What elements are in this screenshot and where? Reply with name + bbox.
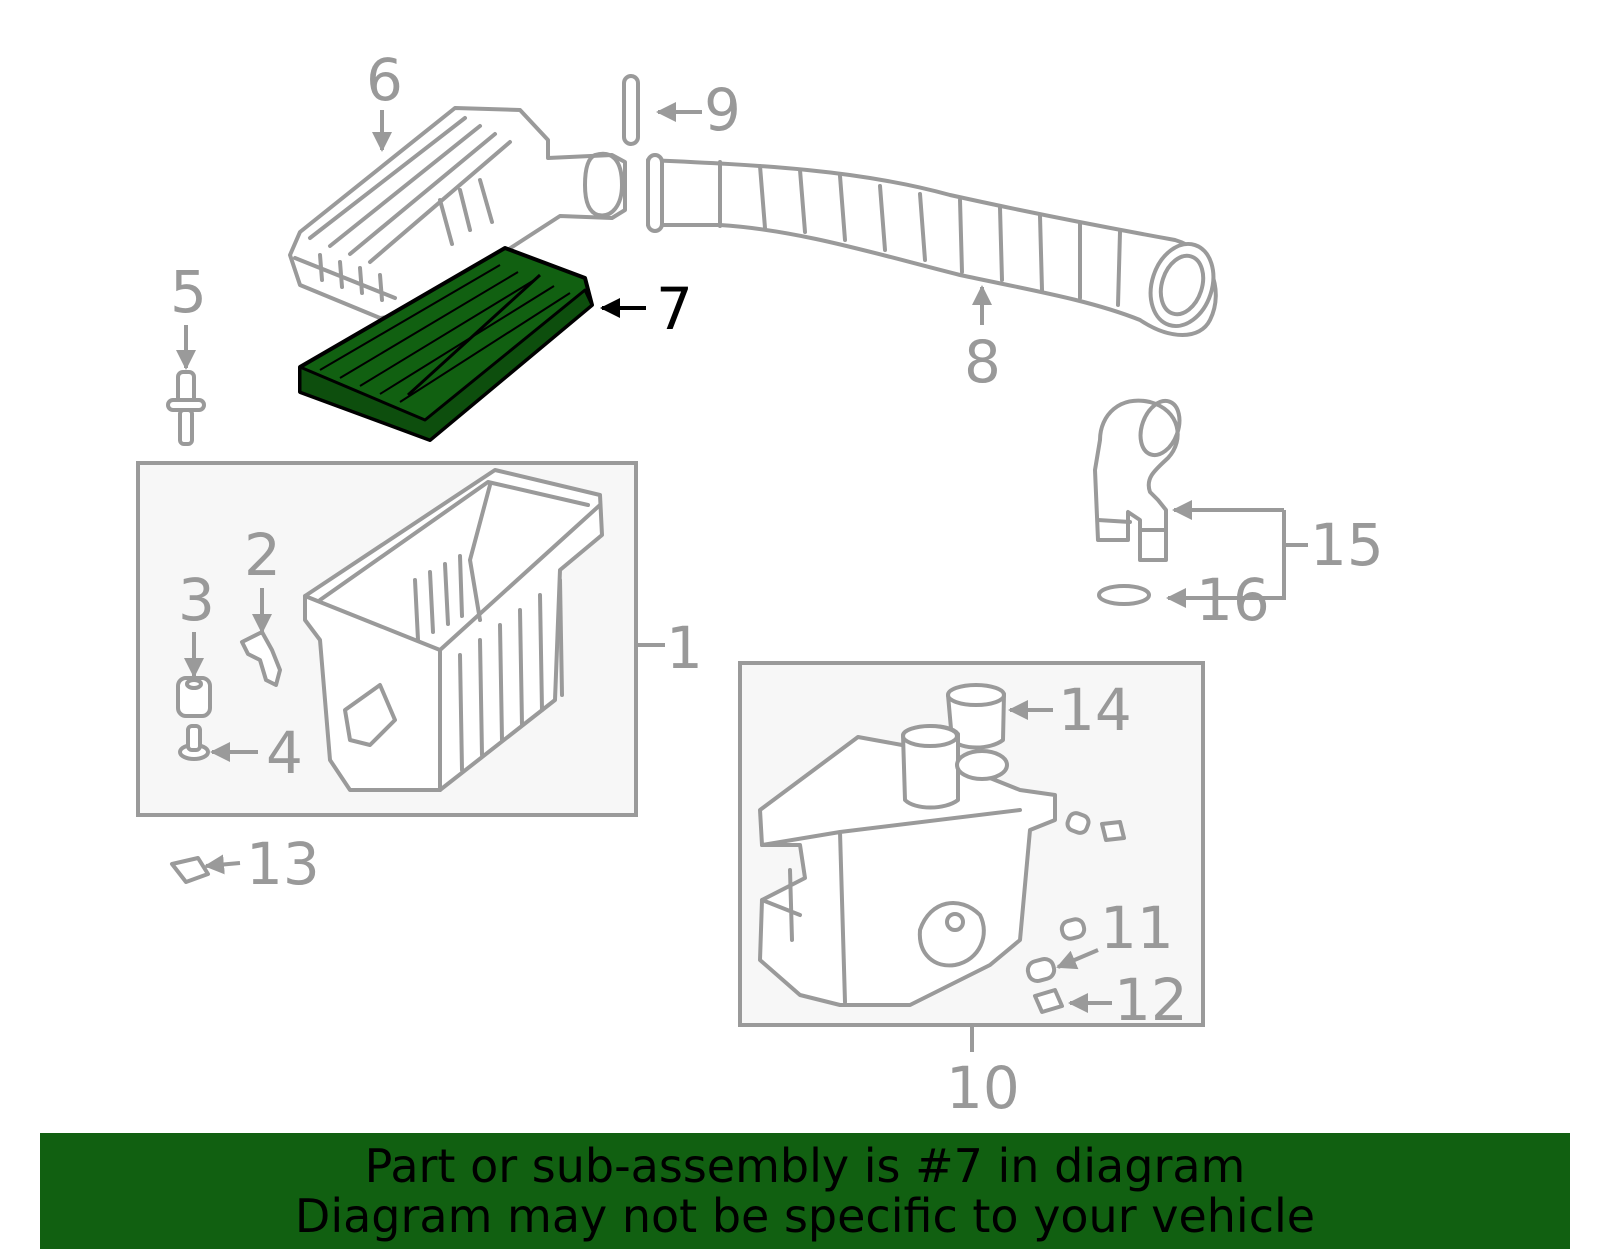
part-11-grommet[interactable] (1025, 917, 1087, 984)
part-13-bolt[interactable] (170, 856, 210, 884)
callout-8: 8 (964, 328, 1001, 396)
callout-15: 15 (1310, 511, 1384, 579)
part-12-bolt[interactable] (1033, 988, 1064, 1014)
callout-13: 13 (246, 830, 320, 898)
part-6-air-cleaner-cover[interactable] (288, 106, 627, 320)
part-4-collar[interactable] (178, 724, 210, 761)
part-5-bolt[interactable] (166, 370, 206, 446)
callout-1: 1 (666, 614, 703, 682)
callout-7: 7 (656, 275, 693, 343)
part-15-intake-pipe[interactable] (1093, 396, 1186, 562)
callout-6: 6 (366, 46, 403, 114)
part-14-resonator-boot[interactable] (901, 683, 1009, 810)
banner-line-1: Part or sub-assembly is #7 in diagram (364, 1139, 1246, 1193)
part-16-o-ring[interactable] (1097, 584, 1151, 606)
callout-2: 2 (244, 521, 281, 589)
callout-4: 4 (266, 719, 303, 787)
banner-line-2: Diagram may not be specific to your vehi… (294, 1189, 1316, 1243)
callout-12: 12 (1114, 966, 1188, 1034)
callout-11: 11 (1100, 894, 1174, 962)
part-8-intake-duct[interactable] (646, 153, 1224, 337)
part-9-clamp[interactable] (622, 74, 640, 146)
callout-10: 10 (946, 1054, 1020, 1122)
part-7-air-filter-element[interactable] (298, 246, 594, 442)
callout-5: 5 (170, 258, 207, 326)
callout-3: 3 (178, 566, 215, 634)
callout-9: 9 (704, 76, 741, 144)
resonator-fasteners[interactable] (1065, 811, 1126, 842)
callout-16: 16 (1196, 566, 1270, 634)
info-banner: Part or sub-assembly is #7 in diagram Di… (40, 1133, 1570, 1249)
part-2-clip[interactable] (240, 630, 282, 687)
part-3-grommet[interactable] (176, 676, 212, 718)
part-1-air-cleaner-housing[interactable] (303, 468, 604, 792)
callout-14: 14 (1058, 676, 1132, 744)
